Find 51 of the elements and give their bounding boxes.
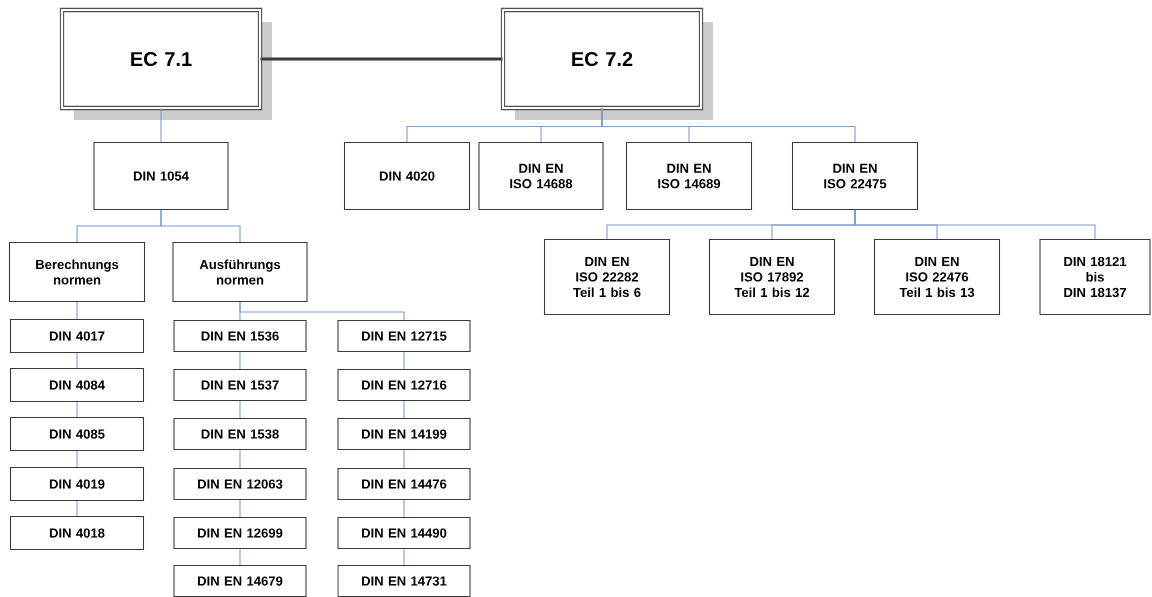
standard-box: DIN 4085: [9, 416, 145, 452]
connector-line: [403, 400, 405, 419]
standard-box: DIN EN 1538: [173, 417, 307, 451]
standard-box: DIN EN 12699: [173, 516, 307, 550]
connector-line: [76, 450, 78, 468]
connector-line: [239, 400, 241, 419]
standard-box: DIN 4019: [9, 466, 145, 502]
connector-line: [76, 401, 78, 418]
standard-box: DIN 4018: [9, 515, 145, 551]
connector-line: [239, 449, 241, 469]
standard-box: DIN EN 1537: [173, 368, 307, 402]
standard-box: DIN 1054: [93, 141, 229, 211]
standard-box: DIN EN ISO 14688: [478, 141, 604, 211]
connector-line: [239, 499, 241, 518]
connector-line: [260, 57, 503, 61]
standard-box: DIN 18121 bis DIN 18137: [1039, 238, 1151, 316]
title-box: EC 7.2: [500, 7, 713, 120]
connector-line: [601, 108, 856, 143]
connector-line: [160, 209, 241, 243]
connector-line: [160, 108, 162, 143]
standard-box: DIN EN ISO 22475: [791, 141, 919, 211]
standard-box: DIN EN 12716: [337, 368, 471, 402]
connector-line: [403, 449, 405, 469]
standard-box: DIN EN ISO 22476 Teil 1 bis 13: [873, 238, 1001, 316]
standard-box: DIN EN 14731: [337, 564, 471, 597]
connector-line: [403, 351, 405, 370]
connector-line: [239, 351, 241, 370]
standard-box: DIN EN 14476: [337, 467, 471, 501]
standard-box: DIN EN 12063: [173, 467, 307, 501]
standard-box: DIN 4084: [9, 367, 145, 403]
standard-box: DIN EN 12715: [337, 319, 471, 353]
connector-line: [239, 301, 405, 321]
standard-box: Berechnungs normen: [8, 241, 146, 303]
standard-box: DIN EN 1536: [173, 319, 307, 353]
connector-line: [403, 499, 405, 518]
standard-box: DIN EN 14199: [337, 417, 471, 451]
standard-box: DIN EN ISO 22282 Teil 1 bis 6: [543, 238, 671, 316]
standard-box: DIN EN 14490: [337, 516, 471, 550]
standard-box: DIN EN 14679: [173, 564, 307, 597]
connector-line: [854, 209, 1096, 240]
standard-box: Ausführungs normen: [172, 241, 308, 303]
connector-line: [76, 301, 78, 320]
standard-box: DIN 4017: [9, 318, 145, 354]
connector-line: [403, 548, 405, 566]
standard-box: DIN EN ISO 14689: [625, 141, 753, 211]
connector-line: [76, 500, 78, 517]
connector-line: [76, 352, 78, 369]
connector-line: [239, 548, 241, 566]
standard-box: DIN 4020: [343, 141, 471, 211]
standard-box: DIN EN ISO 17892 Teil 1 bis 12: [708, 238, 836, 316]
title-box: EC 7.1: [59, 7, 272, 120]
